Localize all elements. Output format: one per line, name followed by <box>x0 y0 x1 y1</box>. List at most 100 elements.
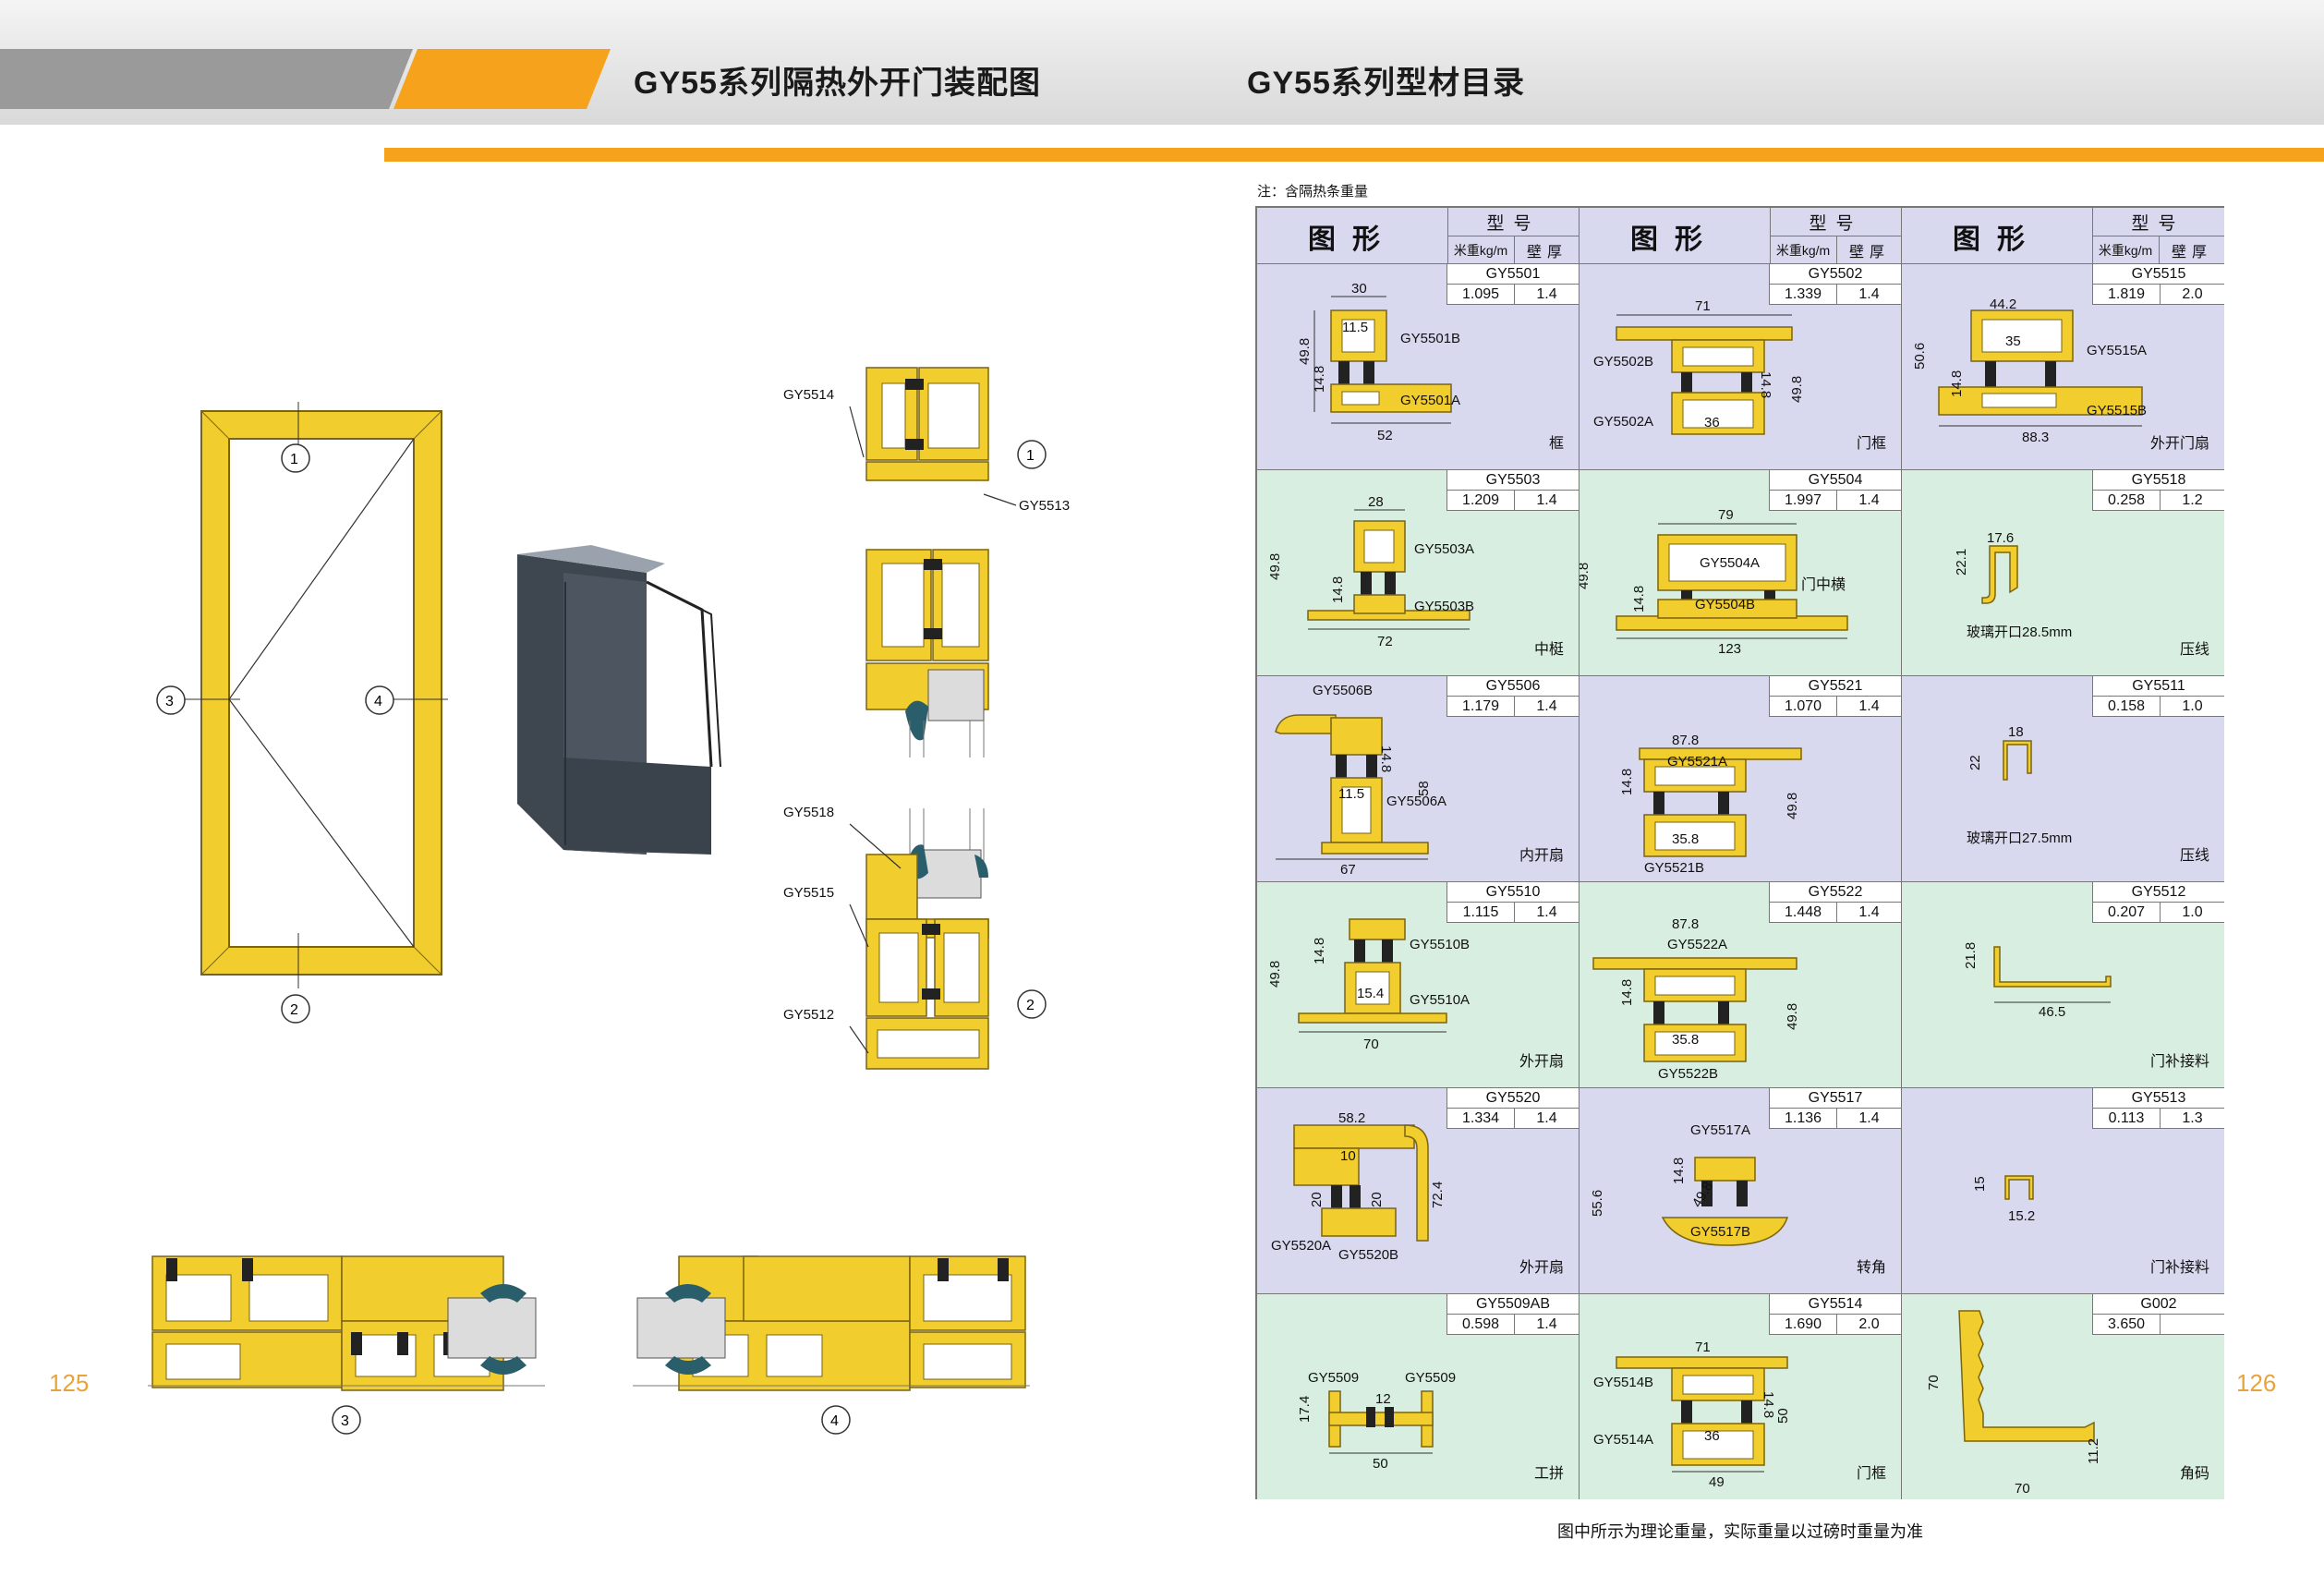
svg-text:12: 12 <box>1375 1391 1391 1407</box>
catalog-header-col-2: 图形 型号 米重kg/m 壁厚 <box>1580 208 1902 264</box>
svg-text:4: 4 <box>374 694 382 709</box>
svg-text:14.8: 14.8 <box>1631 586 1647 612</box>
profile-name: 门框 <box>1856 1466 1886 1482</box>
svg-text:GY5522A: GY5522A <box>1667 937 1727 952</box>
profile-drawing: 21.8 46.5 <box>1963 942 2112 1020</box>
svg-text:3: 3 <box>341 1413 349 1429</box>
profile-name: 角码 <box>2179 1466 2209 1482</box>
door-elevation <box>185 402 448 988</box>
svg-text:50: 50 <box>1775 1408 1791 1424</box>
header-weight: 米重kg/m <box>1770 236 1837 264</box>
svg-text:35: 35 <box>2005 333 2021 349</box>
profile-drawing: 18 22 玻璃开口27.5mm <box>1967 724 2072 846</box>
svg-text:28: 28 <box>1368 494 1384 510</box>
profile-name: 外开扇 <box>1519 1054 1564 1070</box>
svg-text:71: 71 <box>1695 1339 1711 1355</box>
catalog-footer-note: 图中所示为理论重量，实际重量以过磅时重量为准 <box>1557 1522 1923 1541</box>
profile-name: 压线 <box>2179 848 2209 864</box>
svg-text:14.8: 14.8 <box>1619 769 1635 795</box>
header-figure: 图形 <box>1257 208 1448 264</box>
section-label-gy5515: GY5515 <box>783 885 869 948</box>
svg-text:18: 18 <box>2008 724 2024 740</box>
svg-text:88.3: 88.3 <box>2022 430 2049 445</box>
profile-drawing: 28 49.8 14.8 72 GY5503A GY5503B <box>1267 494 1474 649</box>
svg-text:14.8: 14.8 <box>1378 746 1394 772</box>
svg-text:58.2: 58.2 <box>1338 1110 1365 1126</box>
svg-text:GY5515A: GY5515A <box>2087 343 2147 358</box>
svg-text:14.8: 14.8 <box>1761 1391 1776 1418</box>
svg-text:72: 72 <box>1377 634 1393 649</box>
svg-text:3: 3 <box>165 694 174 709</box>
catalog-table: 图形 型号 米重kg/m 壁厚 图形 型号 米重kg/m 壁厚 图形 型号 米重… <box>1255 206 2224 1499</box>
header-thickness: 壁厚 <box>1526 245 1567 261</box>
section-label-gy5514: GY5514 <box>783 387 865 458</box>
svg-text:87.8: 87.8 <box>1672 733 1699 748</box>
svg-text:50: 50 <box>1373 1456 1388 1472</box>
svg-text:GY5522B: GY5522B <box>1658 1066 1718 1082</box>
profile-name: 转角 <box>1856 1260 1886 1276</box>
svg-text:55.6: 55.6 <box>1590 1190 1605 1217</box>
svg-text:GY5502B: GY5502B <box>1593 354 1653 370</box>
svg-text:17.4: 17.4 <box>1297 1396 1313 1423</box>
svg-text:79: 79 <box>1718 507 1734 523</box>
svg-text:21.8: 21.8 <box>1963 942 1979 969</box>
svg-text:87.8: 87.8 <box>1672 916 1699 932</box>
svg-text:22.1: 22.1 <box>1954 549 1969 576</box>
profile-name: 工拼 <box>1533 1466 1564 1482</box>
header-figure: 图形 <box>1580 208 1771 264</box>
svg-text:70: 70 <box>2015 1481 2030 1497</box>
svg-text:50.6: 50.6 <box>1912 343 1928 370</box>
door-marker-3: 3 <box>156 685 186 715</box>
svg-text:14.8: 14.8 <box>1330 576 1346 603</box>
profile-drawing: 14.8 49.8 15.4 70 GY5510B GY5510A <box>1267 918 1470 1052</box>
profile-drawing: 49.8 14.8 55.6 GY5517A GY5517B <box>1590 1122 1789 1246</box>
profile-drawing: 79 49.8 14.8 123 GY5504A GY5504B <box>1580 507 1848 657</box>
vertical-section-bottom <box>865 808 989 1070</box>
profile-name: 门补接料 <box>2149 1260 2209 1276</box>
horizontal-section-4 <box>633 1255 1030 1391</box>
section-label-gy5512: GY5512 <box>783 1007 869 1054</box>
svg-text:49.8: 49.8 <box>1267 961 1283 988</box>
svg-text:GY5506A: GY5506A <box>1386 794 1446 809</box>
svg-text:GY5503B: GY5503B <box>1414 599 1474 614</box>
left-page-title: GY55系列隔热外开门装配图 <box>634 66 1041 101</box>
section-label-gy5518: GY5518 <box>783 805 902 869</box>
svg-text:11.5: 11.5 <box>1338 786 1364 802</box>
profile-name: 门中横 <box>1800 577 1846 593</box>
svg-text:14.8: 14.8 <box>1671 1158 1687 1184</box>
svg-text:35.8: 35.8 <box>1672 1032 1699 1048</box>
svg-text:70: 70 <box>1363 1036 1379 1052</box>
section-label-gy5513: GY5513 <box>983 493 1070 514</box>
profile-drawing: 71 14.8 50 36 49 GY5514B GY5514A <box>1593 1339 1791 1490</box>
svg-text:20: 20 <box>1369 1192 1385 1207</box>
svg-text:15: 15 <box>1972 1176 1988 1192</box>
svg-text:17.6: 17.6 <box>1987 530 2014 546</box>
svg-text:123: 123 <box>1718 641 1741 657</box>
svg-text:GY5521A: GY5521A <box>1667 754 1727 770</box>
svg-text:58: 58 <box>1416 781 1432 796</box>
profile-drawing: 30 11.5 49.8 14.8 52 GY5501B GY5501A <box>1297 281 1460 443</box>
profile-drawing: 15 15.2 <box>1972 1175 2035 1224</box>
right-page-title: GY55系列型材目录 <box>1247 66 1525 101</box>
svg-text:11.2: 11.2 <box>2086 1438 2101 1464</box>
page-number-right: 126 <box>2236 1369 2277 1397</box>
assembly-drawings: 1 2 3 4 <box>148 367 1070 1435</box>
header-model: 型号 <box>2092 208 2224 236</box>
page-number-left: 125 <box>49 1369 90 1397</box>
svg-text:15.4: 15.4 <box>1357 986 1384 1001</box>
svg-text:14.8: 14.8 <box>1949 370 1965 397</box>
profile-name: 压线 <box>2179 642 2209 658</box>
header-model: 型号 <box>1447 208 1580 236</box>
svg-text:GY5517B: GY5517B <box>1690 1224 1750 1240</box>
svg-text:1: 1 <box>290 452 298 467</box>
profile-name: 外开扇 <box>1519 1260 1564 1276</box>
section-marker-1: 1 <box>1017 440 1047 469</box>
